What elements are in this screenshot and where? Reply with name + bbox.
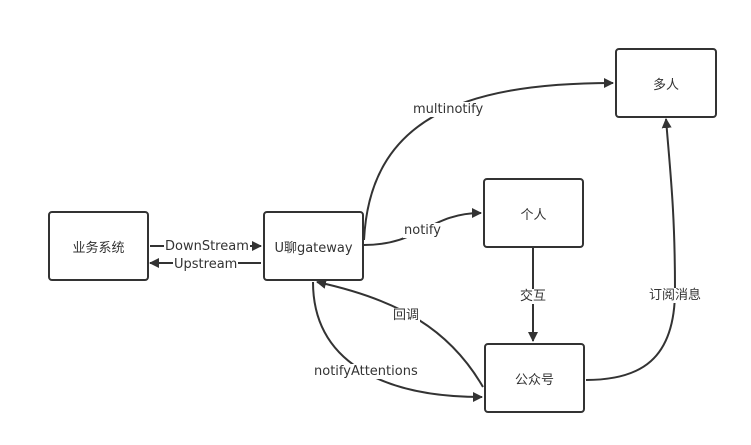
node-official-account[interactable]: 公众号 xyxy=(484,343,585,413)
edge-label-upstream: Upstream xyxy=(173,257,239,272)
edge-label-notify: notify xyxy=(403,223,442,238)
edge-label-notify-attentions: notifyAttentions xyxy=(313,364,419,379)
node-label: 公众号 xyxy=(514,372,554,388)
node-business-system[interactable]: 业务系统 xyxy=(48,211,149,281)
node-label: U聊gateway xyxy=(274,240,353,256)
node-label: 多人 xyxy=(652,77,679,93)
edge-label-multinotify: multinotify xyxy=(412,102,485,117)
node-personal[interactable]: 个人 xyxy=(483,178,584,248)
edge-notify-attentions xyxy=(312,281,483,402)
node-gateway[interactable]: U聊gateway xyxy=(263,211,364,281)
node-label: 个人 xyxy=(520,207,547,223)
edge-label-downstream: DownStream xyxy=(164,239,250,254)
edge-label-subscribe: 订阅消息 xyxy=(648,288,703,303)
edge-label-interact: 交互 xyxy=(519,289,548,304)
node-multi[interactable]: 多人 xyxy=(615,48,717,118)
node-label: 业务系统 xyxy=(72,240,125,256)
edge-label-callback: 回调 xyxy=(392,308,421,323)
edge-subscribe xyxy=(585,118,677,381)
